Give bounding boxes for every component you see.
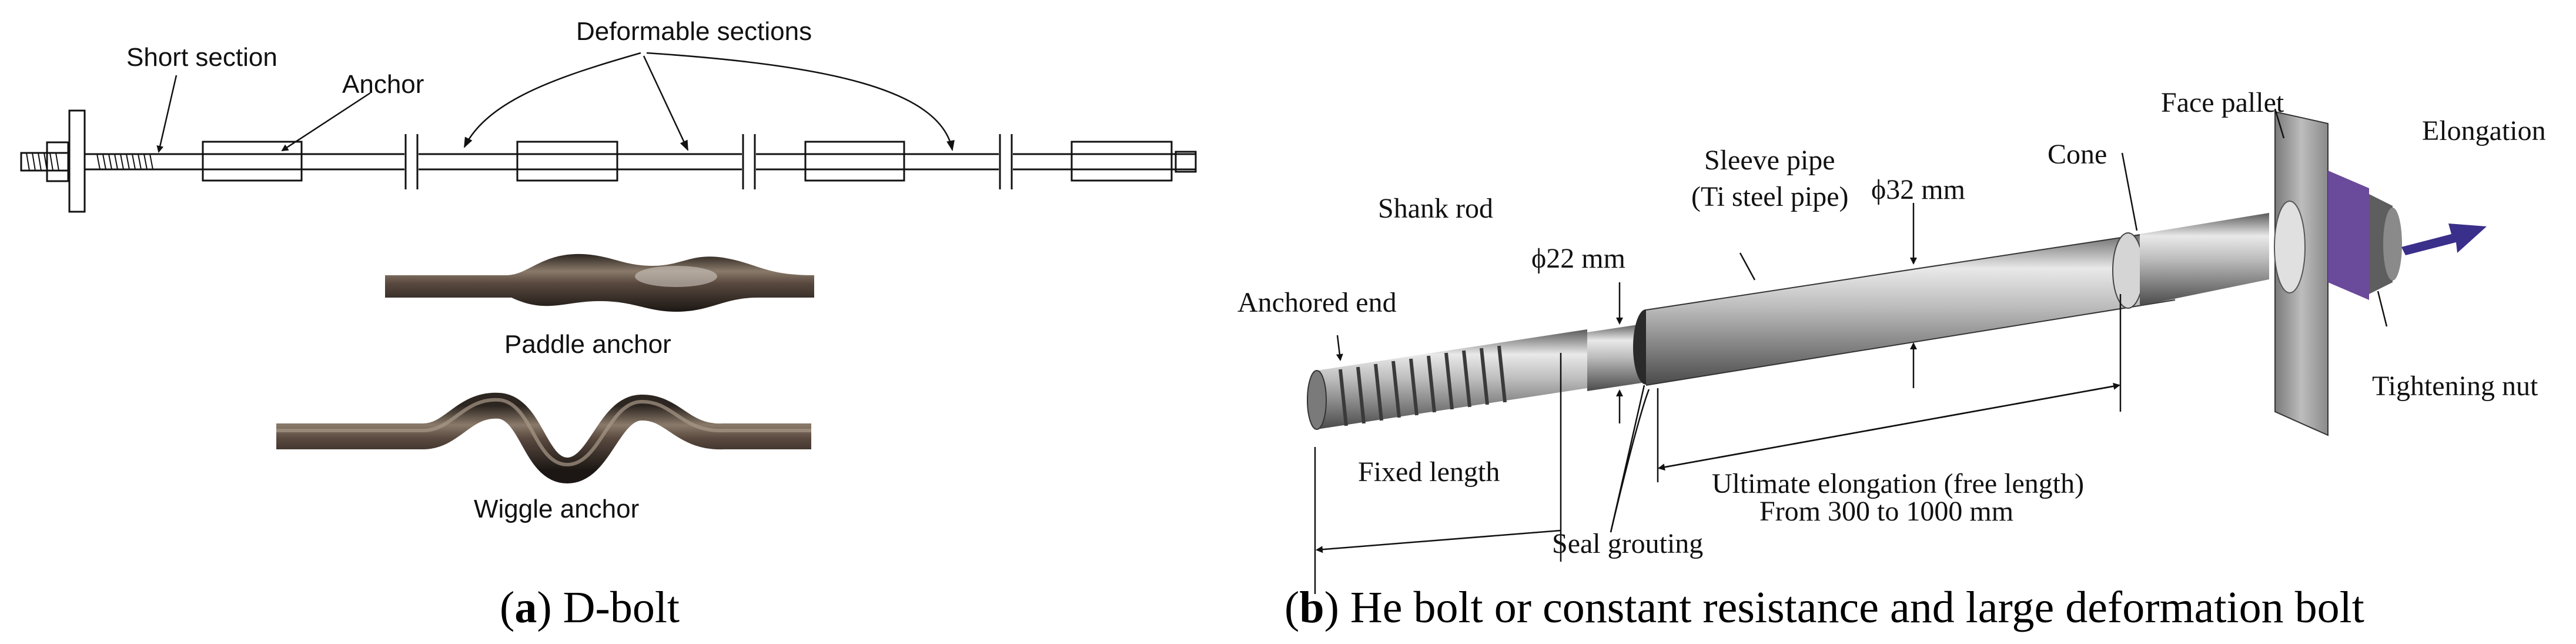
wiggle-anchor-photo [276, 392, 811, 484]
label-anchored-end: Anchored end [1237, 287, 1397, 318]
label-dia-22: ϕ22 mm [1531, 243, 1625, 274]
d-bolt-schematic [20, 109, 1197, 213]
leader-deformable-3 [646, 52, 955, 151]
label-range: From 300 to 1000 mm [1759, 496, 2013, 527]
caption-b-text: He bolt or constant resistance and large… [1339, 583, 2364, 632]
caption-b-letter: b [1299, 583, 1324, 632]
anchor-4 [1070, 141, 1173, 182]
dimension-lines [1314, 203, 2122, 594]
caption-a-letter: a [514, 583, 537, 632]
leader-anchor [281, 92, 371, 152]
purple-washer [2328, 171, 2369, 300]
elongation-arrow [2401, 223, 2487, 255]
label-sleeve-pipe-sub: (Ti steel pipe) [1691, 181, 1849, 212]
rod-threads [1339, 345, 1507, 426]
thread-marks [26, 152, 153, 171]
label-short-section: Short section [126, 43, 277, 72]
panel-a-d-bolt: Short section Anchor Deformable sections… [20, 17, 1197, 632]
label-fixed-length: Fixed length [1358, 456, 1500, 488]
nut [46, 141, 69, 182]
label-cone: Cone [2048, 139, 2107, 170]
label-deformable-sections: Deformable sections [576, 17, 812, 46]
panel-b-leaders [1336, 108, 2388, 533]
label-tightening-nut: Tightening nut [2372, 371, 2538, 402]
label-dia-32: ϕ32 mm [1871, 174, 1965, 205]
bolt-end [1175, 151, 1197, 173]
label-wiggle-anchor: Wiggle anchor [474, 495, 639, 523]
caption-a: (a) D-bolt [500, 583, 680, 632]
anchor-3 [804, 141, 905, 182]
he-bolt-body [1307, 111, 2487, 436]
label-sleeve-pipe: Sleeve pipe [1704, 145, 1835, 176]
leader-deformable-2 [643, 55, 689, 151]
label-anchor: Anchor [342, 70, 424, 99]
sleeve-pipe [1646, 229, 2175, 385]
leader-short-section [156, 75, 178, 153]
anchor-2 [516, 141, 618, 182]
cone [2112, 232, 2144, 309]
paddle-anchor-shape [385, 253, 814, 312]
wiggle-anchor-shape [276, 392, 811, 484]
label-seal-grouting: Seal grouting [1552, 528, 1703, 559]
label-ultimate-elongation: Ultimate elongation (free length) [1712, 468, 2084, 499]
caption-b: (b) He bolt or constant resistance and l… [1284, 583, 2364, 632]
front-sleeve [2140, 213, 2269, 306]
shank-rod-smooth [1587, 323, 1646, 391]
panel-b-he-bolt: Face pallet Elongation Cone Sleeve pipe … [1237, 87, 2546, 632]
label-shank-rod: Shank rod [1378, 193, 1493, 224]
anchor-1 [202, 141, 303, 182]
face-plate [68, 109, 86, 213]
label-paddle-anchor: Paddle anchor [504, 330, 671, 359]
break-marks [404, 134, 1013, 189]
label-elongation: Elongation [2422, 115, 2546, 146]
shank-rod-threaded [1317, 329, 1587, 429]
leader-deformable-1 [463, 52, 641, 148]
caption-a-text: D-bolt [552, 583, 680, 632]
anchored-end-face [1307, 370, 1327, 430]
paddle-anchor-photo [385, 253, 814, 314]
label-face-pallet: Face pallet [2161, 87, 2284, 118]
